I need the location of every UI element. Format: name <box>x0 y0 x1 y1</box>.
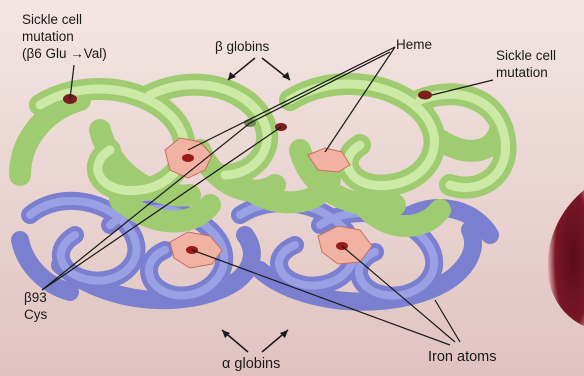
sickle-mutation-right-label-line1: Sickle cell <box>496 48 556 63</box>
beta93-cys-label-line1: β93 <box>24 290 47 305</box>
heme-label: Heme <box>396 37 432 52</box>
mutation-dot-right <box>418 91 432 100</box>
sickle-mutation-left-label-line2: mutation <box>22 29 74 44</box>
iron-atoms-label: Iron atoms <box>428 349 497 365</box>
sickle-mutation-left-label-line1: Sickle cell <box>22 12 82 27</box>
beta-globins-label: β globins <box>215 39 270 54</box>
sickle-mutation-left-label-line3: (β6 Glu →Val) <box>22 46 107 61</box>
beta93-cys-label-line2: Cys <box>24 307 47 322</box>
sickle-mutation-right-label-line2: mutation <box>496 65 548 80</box>
alpha-globins-label: α globins <box>222 356 280 372</box>
iron-atom <box>182 154 194 162</box>
